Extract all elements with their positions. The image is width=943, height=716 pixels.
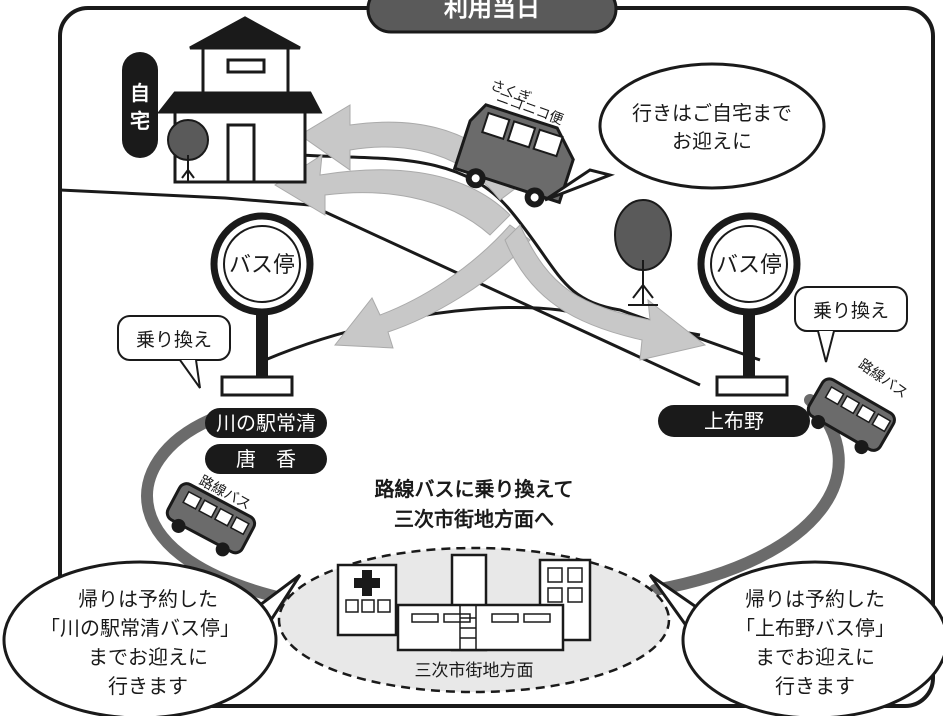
home-label-char2: 宅 [130, 109, 150, 133]
taxi-van-icon [452, 103, 575, 208]
stop-right-name: 上布野 [704, 409, 764, 433]
return-right-line1: 帰りは予約した [745, 587, 885, 611]
return-left-line3: までお迎えに [88, 645, 208, 669]
bus-stop-left-sign: バス停 [229, 253, 295, 278]
transfer-left-text: 乗り換え [136, 329, 212, 351]
arrow-to-right-stop [504, 224, 707, 361]
transfer-bubble-right: 乗り換え [794, 286, 908, 363]
route-bus-right-label: 路線バス [855, 357, 910, 402]
pickup-text-line1: 行きはご自宅まで [632, 101, 792, 125]
center-text-line2: 三次市街地方面へ [394, 507, 554, 531]
route-bus-left-icon [165, 482, 257, 557]
home-label: 自 宅 [122, 52, 158, 158]
pickup-text-line2: お迎えに [672, 129, 752, 153]
tree-icon [614, 199, 672, 306]
arrow-to-left-stop [334, 224, 531, 349]
route-bus-right-icon [806, 377, 896, 455]
destination-label: 三次市街地方面 [415, 661, 534, 681]
stop-right-label: 上布野 [658, 405, 810, 437]
stop-left-subname: 唐 香 [236, 447, 296, 471]
return-bubble-right: 帰りは予約した 「上布野バス停」 までお迎えに 行きます [648, 560, 943, 716]
destination-area: 三次市街地方面 [277, 546, 671, 694]
hospital-cross-icon [354, 570, 380, 596]
transfer-right-text: 乗り換え [813, 300, 889, 322]
return-right-line4: 行きます [775, 674, 855, 698]
return-right-line3: までお迎えに [755, 645, 875, 669]
return-left-line1: 帰りは予約した [78, 587, 218, 611]
return-right-line2: 「上布野バス停」 [735, 616, 895, 640]
pickup-bubble: 行きはご自宅まで お迎えに [544, 62, 826, 202]
tree-icon [167, 119, 209, 183]
ground-line [59, 188, 701, 387]
stop-left-labels: 川の駅常清 唐 香 [205, 408, 327, 474]
stop-left-name: 川の駅常清 [216, 411, 316, 435]
transfer-bubble-left: 乗り換え [117, 315, 231, 389]
center-text-line1: 路線バスに乗り換えて [375, 477, 574, 501]
bus-stop-right-sign: バス停 [716, 253, 782, 278]
arrow-to-home-lower [274, 154, 511, 236]
local-road [299, 153, 761, 362]
header-title: 利用当日 [444, 0, 540, 22]
return-left-line2: 「川の駅常清バス停」 [40, 616, 240, 640]
home-label-char1: 自 [130, 81, 150, 105]
bus-stop-left: バス停 [210, 212, 314, 397]
bus-stop-right: バス停 [697, 212, 801, 397]
return-bubble-left: 帰りは予約した 「川の駅常清バス停」 までお迎えに 行きます [2, 560, 302, 716]
long-building [396, 603, 565, 652]
return-left-line4: 行きます [108, 674, 188, 698]
header-pill: 利用当日 [366, 0, 618, 34]
